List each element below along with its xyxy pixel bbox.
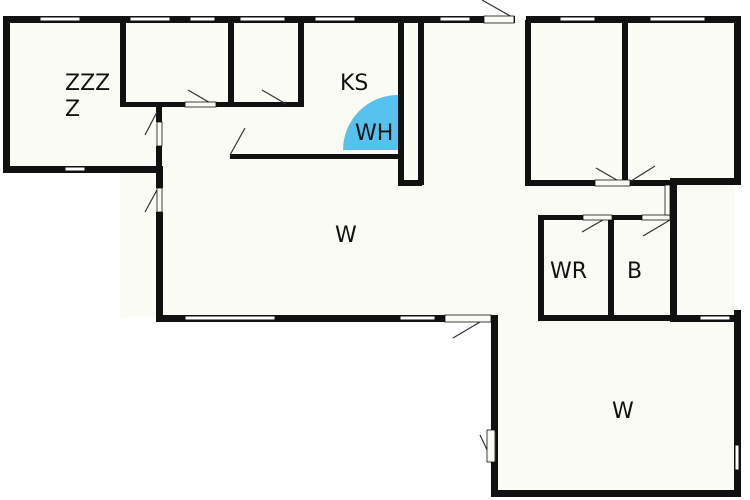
bedroom-label-line2: Z xyxy=(65,97,80,122)
floor-area xyxy=(5,18,735,495)
bath-label: B xyxy=(627,259,642,284)
doors xyxy=(144,0,671,461)
door-gaps xyxy=(156,15,671,463)
heater-label: WH xyxy=(355,121,393,146)
living-room-label: W xyxy=(335,223,357,248)
water-heater-icon xyxy=(343,95,398,150)
windows xyxy=(39,16,740,471)
kitchen-label: KS xyxy=(340,71,368,96)
lower-living-room-label: W xyxy=(612,399,634,424)
interior-walls xyxy=(120,20,678,321)
bedroom-label-line1: ZZZ xyxy=(65,71,110,96)
washroom-label: WR xyxy=(550,259,587,284)
